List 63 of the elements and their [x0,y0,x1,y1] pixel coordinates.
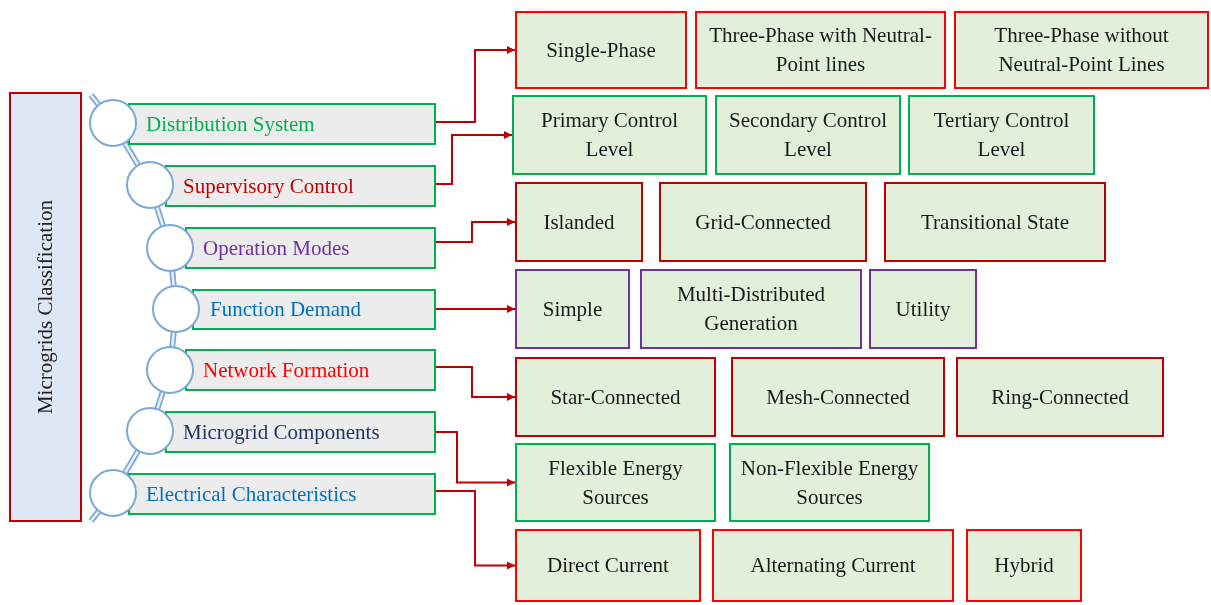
title-bar [9,92,82,522]
option-label: Islanded [543,208,615,236]
option-label: Simple [542,295,603,323]
option-label: Star-Connected [550,383,681,411]
arrow [435,46,516,123]
category-label: Supervisory Control [183,173,354,199]
category-box [165,165,436,207]
option-label: Alternating Current [750,552,916,579]
option-box [515,443,716,522]
option-label: Grid-Connected [695,208,831,236]
category-box [128,473,436,515]
option-box [731,357,945,437]
option-label: Three-Phase with Neutral-Point lines [708,22,933,78]
option-box [869,269,977,349]
option-box [515,269,630,349]
option-label: Multi-Distributed Generation [675,281,827,337]
category-box [192,289,436,330]
option-label: Primary Control Level [539,107,680,163]
option-box [954,11,1209,89]
category-label: Operation Modes [203,235,350,261]
option-label: Three-Phase without Neutral-Point Lines [993,22,1170,78]
option-box [712,529,954,602]
category-label: Network Formation [203,357,370,383]
option-box [659,182,867,262]
arrow [435,490,516,570]
option-box [729,443,930,522]
arrow [435,218,516,243]
option-box [956,357,1164,437]
category-box [185,349,436,391]
arrow [435,366,516,401]
option-box [908,95,1095,175]
arrow [435,305,516,313]
option-label: Flexible Energy Sources [547,454,684,511]
option-box [715,95,901,175]
option-label: Transitional State [921,208,1069,236]
category-box [185,227,436,269]
title-label: Microgrids Classification [33,199,58,415]
category-box [165,411,436,453]
option-box [695,11,946,89]
category-box [128,103,436,145]
option-box [515,357,716,437]
option-label: Mesh-Connected [766,383,910,411]
category-label: Electrical Characteristics [146,481,357,507]
option-label: Utility [895,295,951,323]
option-box [640,269,862,349]
option-box [512,95,707,175]
option-box [515,529,701,602]
option-box [515,11,687,89]
option-box [966,529,1082,602]
option-label: Secondary Control Level [727,107,889,163]
option-label: Direct Current [547,552,669,579]
option-box [884,182,1106,262]
option-label: Hybrid [994,552,1054,579]
option-label: Single-Phase [546,36,656,64]
option-label: Tertiary Control Level [932,107,1071,163]
arrow [435,131,513,185]
option-box [515,182,643,262]
option-label: Ring-Connected [991,383,1129,411]
category-label: Function Demand [210,297,362,322]
option-label: Non-Flexible Energy Sources [739,454,920,511]
category-label: Microgrid Components [183,419,380,445]
arrow [435,431,516,487]
category-label: Distribution System [146,111,315,137]
